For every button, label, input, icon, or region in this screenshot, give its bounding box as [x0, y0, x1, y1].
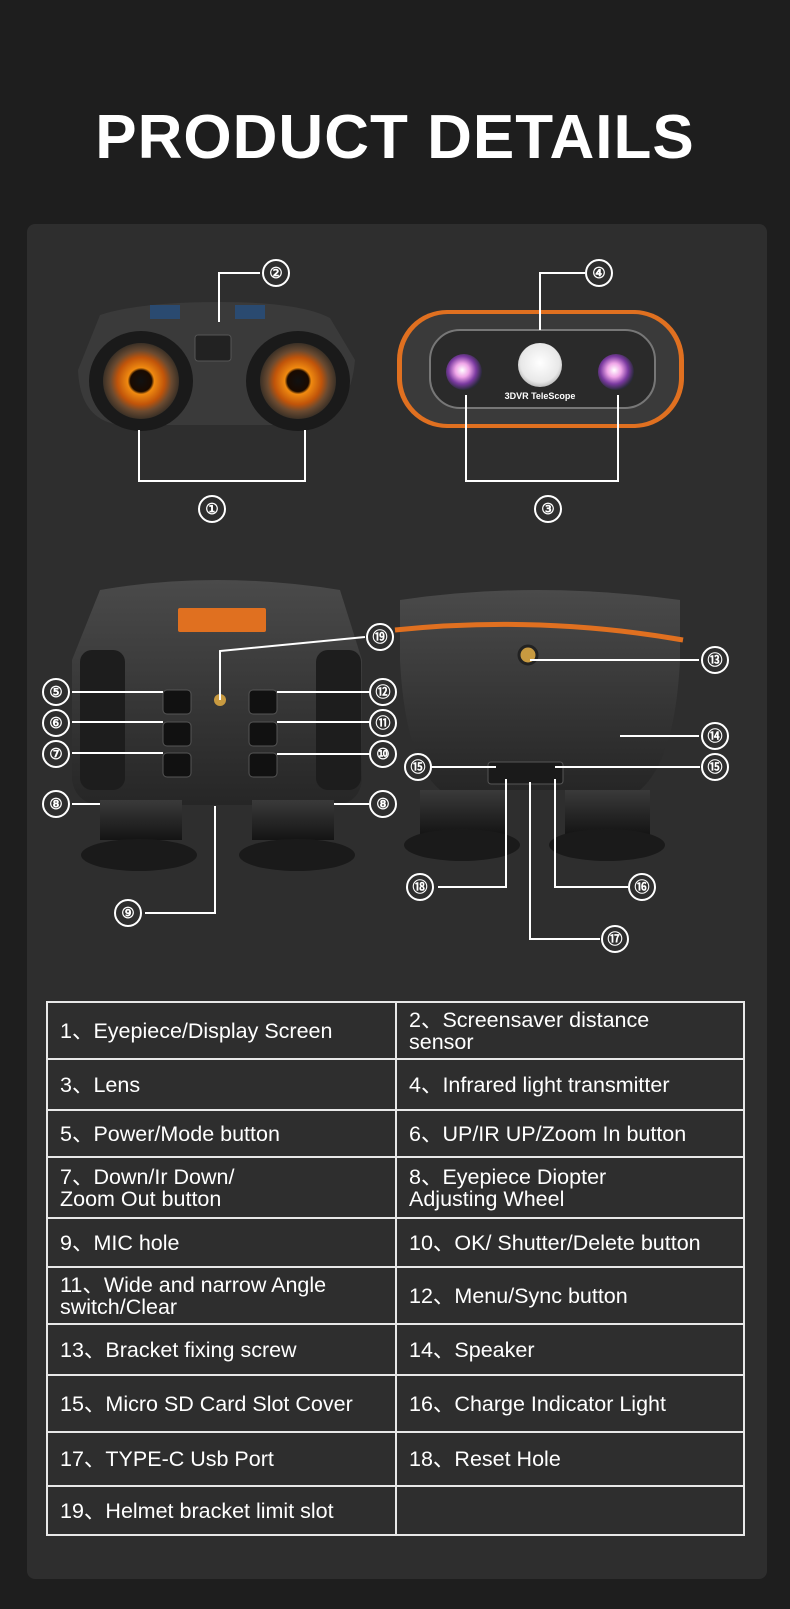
binocular-back-view — [78, 302, 355, 431]
spec-cell — [395, 1485, 745, 1536]
spec-cell: 19、Helmet bracket limit slot — [46, 1485, 397, 1536]
callout-13: ⑬ — [701, 646, 729, 674]
spec-cell: 16、Charge Indicator Light — [395, 1374, 745, 1433]
table-row: 9、MIC hole 10、OK/ Shutter/Delete button — [46, 1217, 745, 1268]
spec-cell: 18、Reset Hole — [395, 1431, 745, 1487]
spec-cell: 8、Eyepiece Diopter Adjusting Wheel — [395, 1156, 745, 1219]
table-row: 5、Power/Mode button 6、UP/IR UP/Zoom In b… — [46, 1109, 745, 1158]
callout-17: ⑰ — [601, 925, 629, 953]
spec-cell: 15、Micro SD Card Slot Cover — [46, 1374, 397, 1433]
table-row: 7、Down/Ir Down/ Zoom Out button 8、Eyepie… — [46, 1156, 745, 1219]
callout-18: ⑱ — [406, 873, 434, 901]
callout-12: ⑫ — [369, 678, 397, 706]
leader-lines — [72, 272, 700, 940]
callout-15-left: ⑮ — [404, 753, 432, 781]
table-row: 1、Eyepiece/Display Screen 2、Screensaver … — [46, 1001, 745, 1060]
callout-3: ③ — [534, 495, 562, 523]
callout-19: ⑲ — [366, 623, 394, 651]
callout-8-left: ⑧ — [42, 790, 70, 818]
spec-cell: 1、Eyepiece/Display Screen — [46, 1001, 397, 1060]
spec-cell: 5、Power/Mode button — [46, 1109, 397, 1158]
binocular-front-view: 3DVR TeleScope — [397, 310, 684, 428]
spec-cell: 4、Infrared light transmitter — [395, 1058, 745, 1111]
table-row: 15、Micro SD Card Slot Cover 16、Charge In… — [46, 1374, 745, 1433]
callout-7: ⑦ — [42, 740, 70, 768]
spec-cell: 17、TYPE-C Usb Port — [46, 1431, 397, 1487]
spec-cell: 9、MIC hole — [46, 1217, 397, 1268]
spec-cell: 3、Lens — [46, 1058, 397, 1111]
spec-cell: 10、OK/ Shutter/Delete button — [395, 1217, 745, 1268]
device-label: 3DVR TeleScope — [505, 391, 576, 401]
callout-16: ⑯ — [628, 873, 656, 901]
callout-11: ⑪ — [369, 709, 397, 737]
table-row: 19、Helmet bracket limit slot — [46, 1485, 745, 1536]
product-illustration: 3DVR TeleScope — [72, 272, 700, 940]
spec-cell: 14、Speaker — [395, 1323, 745, 1376]
page-title: PRODUCT DETAILS — [95, 103, 695, 172]
callout-4: ④ — [585, 259, 613, 287]
callout-2: ② — [262, 259, 290, 287]
table-row: 13、Bracket fixing screw 14、Speaker — [46, 1323, 745, 1376]
spec-cell: 7、Down/Ir Down/ Zoom Out button — [46, 1156, 397, 1219]
callout-14: ⑭ — [701, 722, 729, 750]
spec-cell: 13、Bracket fixing screw — [46, 1323, 397, 1376]
binocular-top-view — [72, 580, 362, 871]
spec-table: 1、Eyepiece/Display Screen 2、Screensaver … — [46, 1001, 745, 1536]
binocular-bottom-view — [394, 590, 684, 861]
table-row: 3、Lens 4、Infrared light transmitter — [46, 1058, 745, 1111]
spec-cell: 6、UP/IR UP/Zoom In button — [395, 1109, 745, 1158]
callout-8-right: ⑧ — [369, 790, 397, 818]
callout-9: ⑨ — [114, 899, 142, 927]
table-row: 11、Wide and narrow Angle switch/Clear 12… — [46, 1266, 745, 1325]
callout-5: ⑤ — [42, 678, 70, 706]
callout-15-right: ⑮ — [701, 753, 729, 781]
callout-6: ⑥ — [42, 709, 70, 737]
spec-cell: 2、Screensaver distance sensor — [395, 1001, 745, 1060]
callout-10: ⑩ — [369, 740, 397, 768]
spec-cell: 12、Menu/Sync button — [395, 1266, 745, 1325]
spec-cell: 11、Wide and narrow Angle switch/Clear — [46, 1266, 397, 1325]
table-row: 17、TYPE-C Usb Port 18、Reset Hole — [46, 1431, 745, 1487]
callout-1: ① — [198, 495, 226, 523]
